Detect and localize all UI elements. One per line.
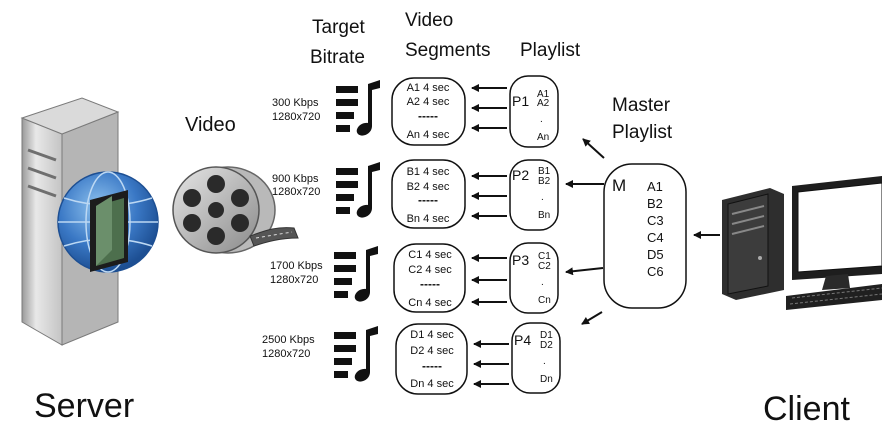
playlist-entry: A1 — [537, 89, 550, 100]
playlist-entry: . — [541, 192, 544, 203]
rendition-row: 1700 Kbps 1280x720 C1 4 sec C2 4 sec ---… — [270, 242, 559, 314]
segment-label: D2 4 sec — [410, 345, 454, 357]
master-entry: C6 — [647, 264, 664, 279]
segment-group-box — [391, 77, 466, 146]
media-playlist-box — [509, 242, 559, 314]
rendition-row: 2500 Kbps 1280x720 D1 4 sec D2 4 sec ---… — [262, 322, 561, 395]
playlist-id: P1 — [512, 93, 529, 109]
playlist-id: P2 — [512, 167, 529, 183]
segment-label: A1 4 sec — [407, 82, 450, 94]
segment-label: Cn 4 sec — [408, 297, 452, 309]
server-label: Server — [34, 387, 134, 424]
rendition-row: 300 Kbps 1280x720 A1 4 sec A2 4 sec ----… — [272, 75, 559, 148]
master-entry: B2 — [647, 196, 663, 211]
master-to-p1-arrow — [582, 138, 605, 159]
music-playlist-icon — [334, 326, 378, 382]
master-playlist-header-line2: Playlist — [612, 122, 673, 143]
playlist-entry: . — [541, 277, 544, 288]
desktop-computer-icon — [722, 176, 882, 310]
music-playlist-icon — [336, 162, 380, 218]
segment-label: B2 4 sec — [407, 181, 450, 193]
music-playlist-icon — [334, 246, 378, 302]
playlist-entry: D1 — [540, 330, 553, 341]
segments-header-line1: Video — [405, 10, 453, 31]
resolution-label: 1280x720 — [272, 186, 320, 198]
resolution-label: 1280x720 — [262, 348, 310, 360]
playlist-entry: B1 — [538, 166, 551, 177]
playlist-entry: D2 — [540, 340, 553, 351]
playlist-entry: B2 — [538, 176, 551, 187]
media-playlist-box — [511, 322, 561, 394]
master-playlist-box — [603, 163, 687, 309]
playlist-entry: . — [543, 356, 546, 367]
master-to-p4-arrow — [581, 311, 603, 325]
target-header-line1: Target — [312, 17, 366, 38]
resolution-label: 1280x720 — [270, 274, 318, 286]
playlist-id: P3 — [512, 252, 529, 268]
segments-header-line2: Segments — [405, 40, 491, 61]
media-playlist-box — [509, 75, 559, 148]
playlist-id: P4 — [514, 332, 531, 348]
playlist-entry: Dn — [540, 374, 553, 385]
segment-label: A2 4 sec — [407, 96, 450, 108]
film-reel-icon — [172, 166, 299, 254]
playlist-entry: An — [537, 132, 549, 143]
video-label: Video — [185, 114, 236, 136]
bitrate-label: 300 Kbps — [272, 97, 319, 109]
segment-label: D1 4 sec — [410, 329, 454, 341]
segment-label: An 4 sec — [407, 129, 450, 141]
playlist-entry: C1 — [538, 251, 551, 262]
segment-ellipsis: ----- — [418, 193, 438, 207]
client-label: Client — [763, 390, 850, 424]
segment-ellipsis: ----- — [418, 109, 438, 123]
bitrate-label: 2500 Kbps — [262, 334, 315, 346]
segment-group-box — [395, 323, 468, 395]
playlist-entry: C2 — [538, 261, 551, 272]
playlist-header: Playlist — [520, 40, 581, 61]
resolution-label: 1280x720 — [272, 111, 320, 123]
master-letter: M — [612, 176, 626, 195]
bitrate-label: 1700 Kbps — [270, 260, 323, 272]
playlist-entry: . — [540, 114, 543, 125]
segment-ellipsis: ----- — [422, 359, 442, 373]
segment-label: C1 4 sec — [408, 249, 452, 261]
segment-group-box — [393, 243, 466, 313]
segment-group-box — [391, 159, 466, 229]
rendition-row: 900 Kbps 1280x720 B1 4 sec B2 4 sec ----… — [272, 159, 559, 231]
master-entry: C3 — [647, 213, 664, 228]
segment-label: Bn 4 sec — [407, 213, 450, 225]
playlist-entry: Cn — [538, 295, 551, 306]
master-entry: A1 — [647, 179, 663, 194]
master-entry: D5 — [647, 247, 664, 262]
master-entry: C4 — [647, 230, 664, 245]
master-playlist-header-line1: Master — [612, 95, 671, 116]
music-playlist-icon — [336, 80, 380, 136]
segment-label: B1 4 sec — [407, 166, 450, 178]
segment-label: C2 4 sec — [408, 264, 452, 276]
playlist-entry: A2 — [537, 98, 550, 109]
bitrate-label: 900 Kbps — [272, 173, 319, 185]
master-playlist: M A1 B2 C3 C4 D5 C6 — [603, 163, 687, 309]
target-header-line2: Bitrate — [310, 47, 365, 68]
segment-ellipsis: ----- — [420, 277, 440, 291]
media-playlist-box — [509, 159, 559, 231]
playlist-entry: Bn — [538, 210, 550, 221]
master-to-p3-arrow — [565, 267, 604, 276]
door-icon — [90, 190, 128, 272]
segment-label: Dn 4 sec — [410, 378, 454, 390]
